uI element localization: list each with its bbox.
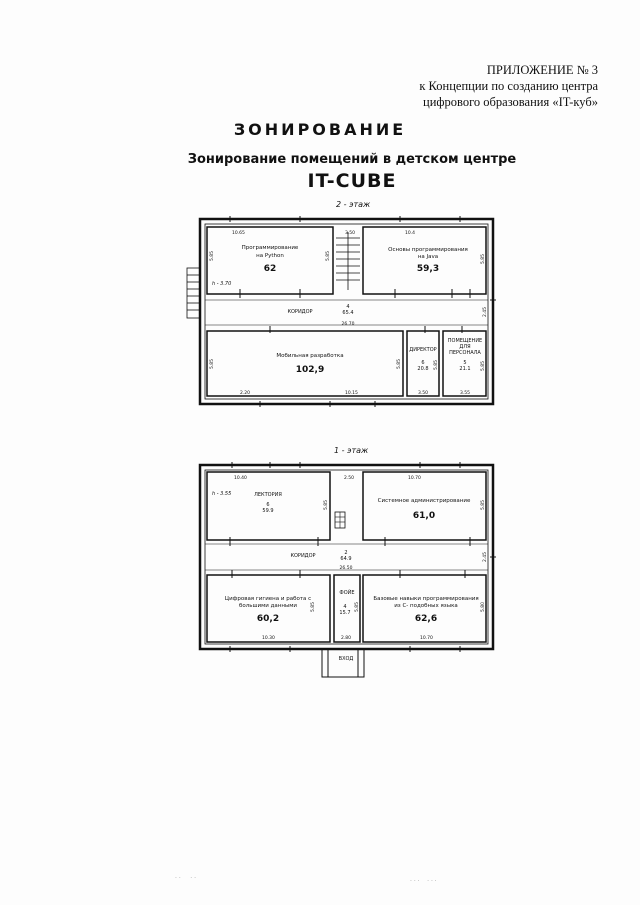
floor1-label: 1 - этаж: [334, 446, 369, 455]
room-staff-area: 21.1: [459, 366, 470, 372]
java-dim-side: 5.85: [480, 254, 486, 264]
staff-dim-w: 3.55: [460, 390, 470, 396]
center-name: IT-CUBE: [307, 170, 397, 192]
mobile-dim-side2: 5.85: [396, 359, 402, 369]
mobile-dim-side: 5.85: [209, 359, 215, 369]
room-python-name1: Программирование: [242, 245, 299, 251]
lecture-dim-side: 5.85: [323, 500, 329, 510]
room-lecture-name: ЛЕКТОРИЯ: [254, 492, 282, 498]
sysadmin-dim-top: 10.70: [408, 475, 421, 481]
stairwell-2: [336, 232, 360, 290]
annex-center: цифрового образования «IT-куб»: [423, 95, 598, 109]
room-foyer-name: ФОЙЕ: [339, 589, 354, 596]
scan-specks: · · · ·: [175, 875, 196, 882]
corridor1-area: 64.9: [340, 556, 351, 562]
external-stairs-2: [186, 267, 201, 319]
corridor2-length: 26.70: [342, 321, 355, 327]
floor2-labels: 10.65 3.50 10.4 5.85 5.85 5.85 Программи…: [209, 230, 488, 396]
room-foyer-walls: [333, 574, 361, 643]
python-dim-side2: 5.85: [325, 251, 331, 261]
room-mobile-area: 102,9: [296, 365, 324, 375]
director-dim-side: 5.85: [433, 360, 439, 370]
room-sysadmin-name: Системное администрирование: [378, 498, 471, 504]
room-staff-walls: [442, 330, 487, 397]
scan-specks-2: · · · · · ·: [410, 878, 437, 885]
room-hygiene-name2: большими данными: [239, 603, 297, 609]
python-dim-side: 5.85: [209, 251, 215, 261]
room-director-area: 20.8: [417, 366, 428, 372]
room-staff-name2: ДЛЯ: [459, 344, 470, 350]
director-dim-w: 3.50: [418, 390, 428, 396]
door-marks-2: [229, 216, 496, 407]
room-cbasics-name2: из С- подобных языка: [394, 603, 458, 609]
corridor2-name: КОРИДОР: [287, 309, 312, 315]
mobile-dim-b: 10.15: [345, 390, 358, 396]
room-lecture-area: 59.9: [262, 508, 273, 514]
room-python-walls: [206, 226, 334, 295]
room-cbasics-name1: Базовые навыки программирования: [373, 596, 478, 602]
room-sysadmin-walls: [362, 471, 487, 541]
floor2-height-note: h - 3.70: [212, 281, 231, 287]
entrance-label: ВХОД: [339, 656, 354, 662]
cbasics-dim-bottom: 10.70: [420, 635, 433, 641]
room-mobile-name: Мобильная разработка: [276, 353, 343, 359]
room-foyer-num: 4: [343, 604, 346, 610]
room-cbasics-walls: [362, 574, 487, 643]
room-java-area: 59,3: [417, 264, 439, 274]
stair-width-2: 3.50: [345, 230, 355, 236]
corridor1-length: 26.50: [340, 565, 353, 571]
floor1-labels: 10.40 2.50 10.70 h - 3.55 ЛЕКТОРИЯ 6 59.…: [212, 475, 488, 662]
room-hygiene-name1: Цифровая гигиена и работа с: [225, 596, 311, 602]
room-cbasics-area: 62,6: [415, 614, 437, 624]
room-director-walls: [406, 330, 440, 397]
hygiene-dim-bottom: 10.30: [262, 635, 275, 641]
room-foyer-area: 15.7: [339, 610, 350, 616]
room-java-walls: [362, 226, 487, 295]
annex-concept: к Концепции по созданию центра: [419, 79, 598, 93]
foyer-dim-side: 5.85: [354, 602, 360, 612]
room-staff-num: 5: [463, 360, 466, 366]
corridor2-num: 4: [346, 304, 349, 310]
mobile-dim-a: 2.20: [240, 390, 250, 396]
room-director-name: ДИРЕКТОР: [409, 347, 436, 353]
corridor2-area: 65.4: [342, 310, 353, 316]
page-title: ЗОНИРОВАНИЕ: [233, 120, 407, 139]
room-staff-name3: ПЕРСОНАЛА: [449, 350, 481, 356]
floor2-label: 2 - этаж: [336, 200, 371, 209]
corridor1-side: 2.45: [482, 552, 488, 562]
hygiene-dim-side: 5.85: [310, 602, 316, 612]
floor2-plan: [186, 216, 496, 407]
room-hygiene-area: 60,2: [257, 614, 279, 624]
annex-number: ПРИЛОЖЕНИЕ № 3: [486, 63, 598, 77]
room-lecture-num: 6: [266, 502, 269, 508]
room-lecture-walls: [206, 471, 331, 541]
java-dim-top: 10.4: [405, 230, 415, 236]
cbasics-dim-side: 5.80: [480, 602, 486, 612]
corridor2-side: 2.45: [482, 307, 488, 317]
lecture-dim-top: 10.40: [234, 475, 247, 481]
staff-dim-side: 5.85: [480, 361, 486, 371]
corridor1-num: 2: [344, 550, 347, 556]
floor1-height-note: h - 3.55: [212, 491, 231, 497]
floor1-plan: [198, 462, 496, 678]
sysadmin-dim-side: 5.85: [480, 500, 486, 510]
room-staff-name1: ПОМЕЩЕНИЕ: [448, 338, 482, 344]
python-dim-top: 10.65: [232, 230, 245, 236]
room-python-area: 62: [264, 264, 277, 274]
entrance-porch: [321, 648, 365, 678]
foyer-dim-bottom: 2.80: [341, 635, 351, 641]
door-marks-1: [229, 462, 496, 652]
room-python-name2: на Python: [256, 253, 284, 259]
room-hygiene-walls: [206, 574, 331, 643]
room-sysadmin-area: 61,0: [413, 511, 435, 521]
room-director-num: 6: [421, 360, 424, 366]
stair-width-1: 2.50: [344, 475, 354, 481]
room-java-name1: Основы программирования: [388, 247, 468, 253]
page-subtitle: Зонирование помещений в детском центре: [187, 152, 517, 167]
annex-header: ПРИЛОЖЕНИЕ № 3 к Концепции по созданию ц…: [419, 62, 598, 110]
room-mobile-walls: [206, 330, 404, 397]
corridor1-name: КОРИДОР: [290, 553, 315, 559]
room-java-name2: на Java: [418, 254, 438, 260]
